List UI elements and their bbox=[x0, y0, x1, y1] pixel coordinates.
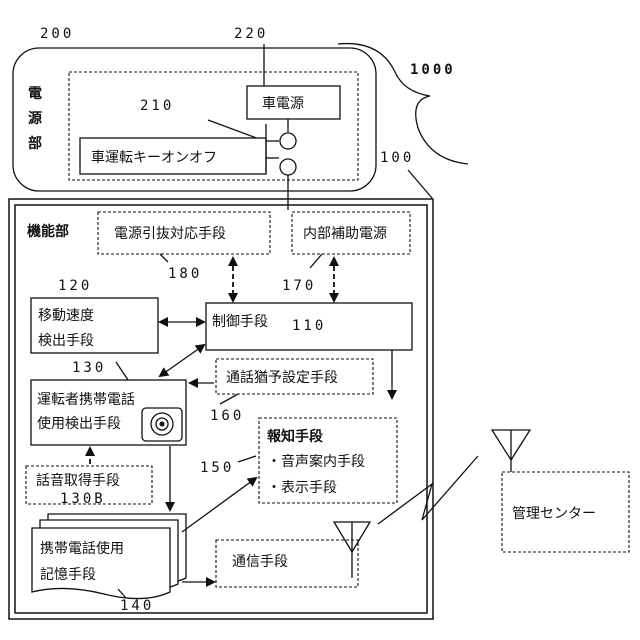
ref-170: 170 bbox=[282, 278, 316, 294]
speed-detector-label-1: 移動速度 bbox=[38, 308, 94, 324]
leader-170 bbox=[310, 254, 322, 268]
leader-180 bbox=[160, 254, 168, 262]
ref-100: 100 bbox=[380, 150, 414, 166]
connector-top bbox=[280, 133, 296, 149]
aux-power-label: 内部補助電源 bbox=[303, 226, 387, 242]
ref-200: 200 bbox=[40, 26, 74, 42]
power-unit-label-3: 部 bbox=[28, 135, 42, 152]
log-notify-arrow bbox=[182, 478, 256, 532]
key-switch-label: 車運転キーオンオフ bbox=[91, 149, 217, 166]
grace-setting-label: 通話猶予設定手段 bbox=[226, 369, 338, 386]
leader-160 bbox=[220, 394, 238, 404]
phone-detector-label-2: 使用検出手段 bbox=[37, 415, 121, 432]
leader-100 bbox=[408, 170, 432, 198]
phone-log-label-2: 記憶手段 bbox=[40, 566, 96, 583]
wireless-link bbox=[378, 456, 478, 524]
notify-item-display: ・表示手段 bbox=[267, 480, 337, 496]
leader-130 bbox=[116, 362, 128, 380]
power-unit-label-2: 源 bbox=[28, 110, 42, 127]
management-center-label: 管理センター bbox=[512, 506, 596, 522]
center-antenna-icon bbox=[492, 430, 530, 472]
notify-item-voice: ・音声案内手段 bbox=[267, 453, 365, 470]
unplug-handler-label: 電源引抜対応手段 bbox=[114, 226, 226, 242]
ref-120: 120 bbox=[58, 278, 92, 294]
phone-log-label-1: 携帯電話使用 bbox=[40, 540, 124, 557]
ref-180: 180 bbox=[168, 266, 202, 282]
ref-220: 220 bbox=[234, 26, 268, 42]
detector-control-arrow bbox=[160, 345, 204, 376]
ref-1000: 1000 bbox=[410, 62, 456, 78]
ref-130: 130 bbox=[72, 360, 106, 376]
ref-210: 210 bbox=[140, 98, 174, 114]
speed-detector-label-2: 検出手段 bbox=[38, 333, 94, 349]
connector-bottom bbox=[280, 159, 296, 175]
camera-icon bbox=[142, 408, 182, 441]
antenna-icon bbox=[334, 522, 370, 578]
ref-140: 140 bbox=[120, 598, 154, 614]
function-unit-label: 機能部 bbox=[27, 223, 69, 240]
ref-130b: 130B bbox=[60, 491, 106, 507]
phone-detector-label-1: 運転者携帯電話 bbox=[37, 391, 135, 408]
control-label: 制御手段 bbox=[212, 314, 268, 330]
power-unit-label-1: 電 bbox=[28, 85, 42, 102]
ref-110: 110 bbox=[292, 318, 326, 334]
car-power-label: 車電源 bbox=[262, 95, 304, 112]
voice-acquire-label: 話音取得手段 bbox=[36, 472, 120, 489]
leader-150 bbox=[238, 456, 256, 462]
ref-160: 160 bbox=[210, 408, 244, 424]
ref-150: 150 bbox=[200, 460, 234, 476]
notify-title: 報知手段 bbox=[267, 428, 323, 445]
comm-label: 通信手段 bbox=[232, 554, 288, 570]
